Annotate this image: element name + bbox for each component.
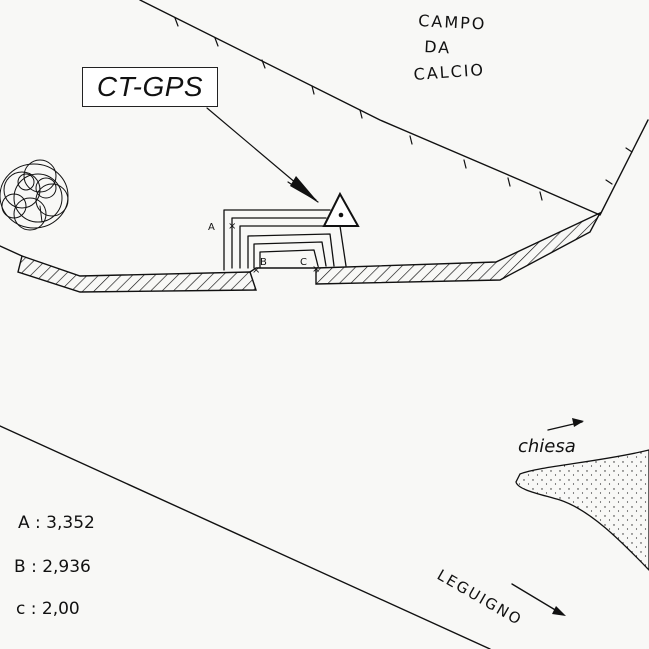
marker-c: C × bbox=[300, 257, 320, 275]
gps-triangle-icon bbox=[322, 191, 360, 227]
church-area bbox=[515, 449, 649, 571]
ct-gps-label: CT-GPS bbox=[82, 67, 218, 107]
marker-b: B × bbox=[252, 257, 267, 276]
field-boundary-ticks bbox=[174, 17, 633, 201]
wall-left bbox=[17, 255, 257, 293]
marker-a: A × bbox=[208, 221, 236, 233]
wall-left-edge bbox=[0, 245, 23, 257]
road-label: LEGUIGNO bbox=[434, 566, 526, 629]
instrument-outlines bbox=[223, 209, 347, 271]
measurement-list: A : 3,352 B : 2,936 c : 2,00 bbox=[14, 513, 95, 619]
svg-text:B: B bbox=[260, 257, 267, 268]
svg-text:×: × bbox=[312, 264, 320, 275]
church-arrow-icon bbox=[572, 418, 584, 427]
measurement-a: A : 3,352 bbox=[18, 513, 95, 533]
measurement-c: c : 2,00 bbox=[16, 599, 80, 619]
svg-text:×: × bbox=[228, 221, 236, 232]
svg-text:DA: DA bbox=[424, 37, 452, 57]
road-direction-line bbox=[511, 583, 563, 615]
church-label: chiesa bbox=[518, 436, 576, 457]
tree-icon bbox=[0, 159, 69, 231]
svg-text:CAMPO: CAMPO bbox=[418, 11, 487, 34]
road-edge-line bbox=[0, 425, 491, 649]
road-arrow-icon bbox=[552, 606, 566, 616]
svg-text:A: A bbox=[208, 222, 215, 233]
leader-arrowhead bbox=[290, 176, 318, 202]
gps-point-icon bbox=[338, 212, 344, 218]
svg-text:C: C bbox=[300, 257, 307, 268]
field-label: CAMPO DA CALCIO bbox=[413, 11, 487, 84]
wall-notch bbox=[249, 267, 317, 273]
ct-gps-label-text: CT-GPS bbox=[96, 71, 204, 102]
svg-text:CALCIO: CALCIO bbox=[413, 60, 486, 84]
measurement-b: B : 2,936 bbox=[14, 557, 91, 577]
field-boundary-line bbox=[139, 0, 649, 216]
svg-text:×: × bbox=[252, 265, 260, 276]
wall-right bbox=[315, 211, 602, 285]
